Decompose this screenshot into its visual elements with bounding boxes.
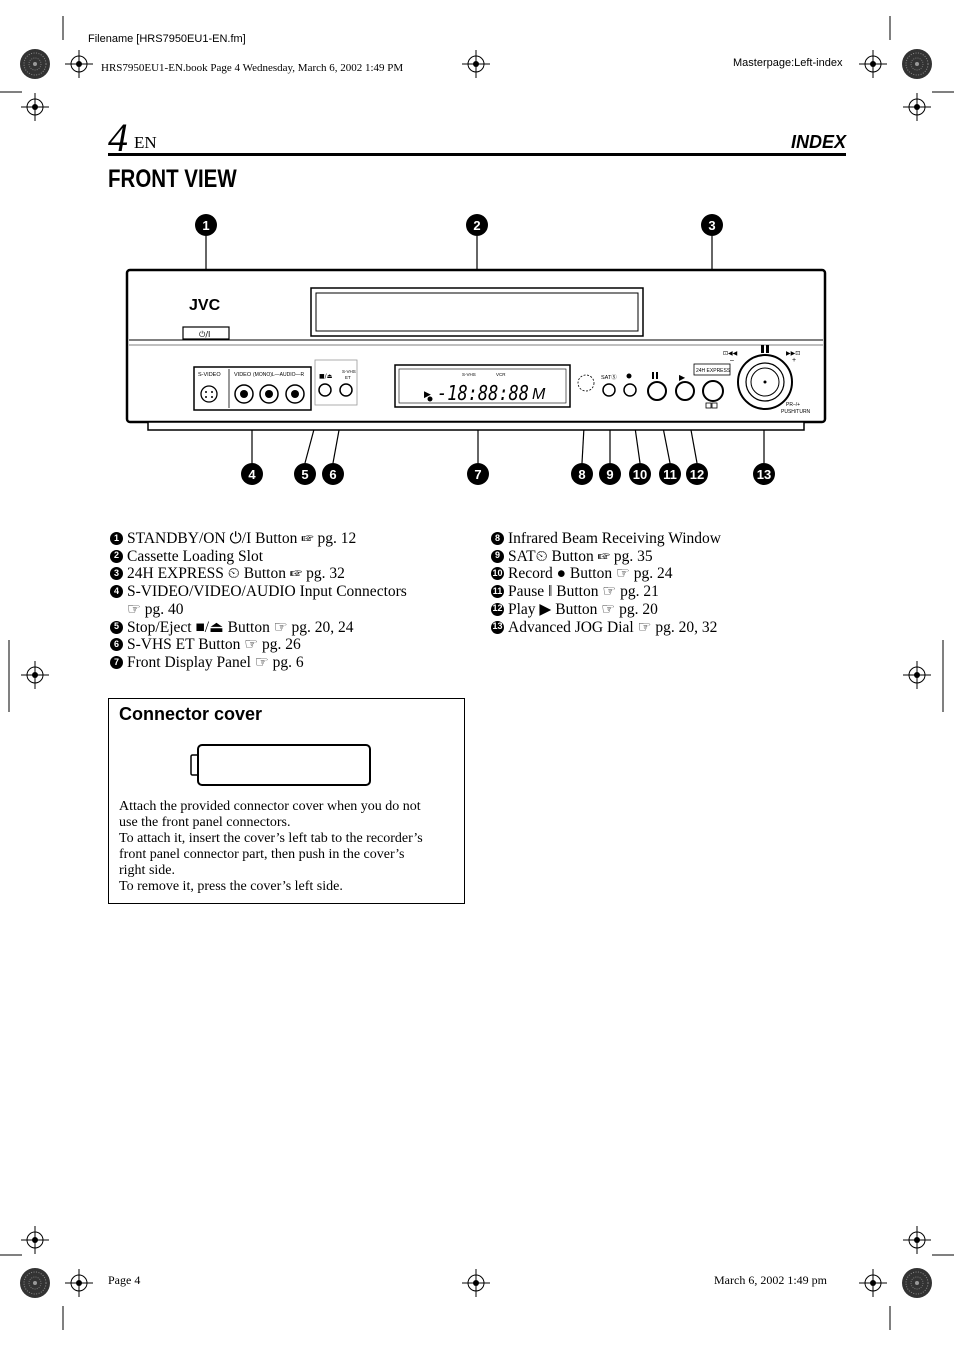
display-digits: -18:88:88 xyxy=(437,381,529,405)
callout-4: 4 xyxy=(241,463,263,485)
page-title: FRONT VIEW xyxy=(108,165,237,193)
svg-text:S-VHS: S-VHS xyxy=(342,369,356,374)
header-filename: Filename [HRS7950EU1-EN.fm] xyxy=(88,33,246,45)
callout-11: 11 xyxy=(659,463,681,485)
callout-8: 8 xyxy=(571,463,593,485)
connector-cover-text: Attach the provided connector cover when… xyxy=(119,799,423,894)
svg-text:–: – xyxy=(730,357,734,364)
brand-logo: JVC xyxy=(189,297,221,314)
svg-text:ET: ET xyxy=(345,375,351,380)
callout-1: 1 xyxy=(195,214,217,236)
footer-page: Page 4 xyxy=(108,1273,141,1287)
header-masterpage: Masterpage:Left-index xyxy=(733,57,843,69)
svg-text:S-VHS: S-VHS xyxy=(462,372,476,377)
svg-text:⏻/I: ⏻/I xyxy=(199,330,210,339)
callout-7: 7 xyxy=(467,463,489,485)
svg-text:24H EXPRESS: 24H EXPRESS xyxy=(696,368,731,374)
section-label: INDEX xyxy=(790,132,846,152)
svg-text:S-VIDEO: S-VIDEO xyxy=(198,372,221,378)
list-item-continuation: ☞ pg. 40 xyxy=(127,600,184,618)
callout-12: 12 xyxy=(686,463,708,485)
svg-text:⊡◀◀: ⊡◀◀ xyxy=(723,350,738,357)
callout-13: 13 xyxy=(753,463,775,485)
footer-date: March 6, 2002 1:49 pm xyxy=(714,1273,827,1287)
svg-text:▶▶⊡: ▶▶⊡ xyxy=(786,350,800,357)
header-bookline: HRS7950EU1-EN.book Page 4 Wednesday, Mar… xyxy=(101,62,404,74)
registration-starburst-icon xyxy=(901,48,933,80)
svg-text:PR–/+: PR–/+ xyxy=(786,402,800,408)
header-rule xyxy=(108,153,846,156)
connector-cover-title: Connector cover xyxy=(119,704,263,724)
callout-6: 6 xyxy=(322,463,344,485)
callout-3: 3 xyxy=(701,214,723,236)
svg-text:■/⏏: ■/⏏ xyxy=(319,373,333,380)
callout-5: 5 xyxy=(294,463,316,485)
svg-text:(MONO)L—AUDIO—R: (MONO)L—AUDIO—R xyxy=(253,372,305,378)
registration-starburst-icon xyxy=(19,48,51,80)
svg-text:PUSH/TURN: PUSH/TURN xyxy=(781,409,811,415)
svg-text:M: M xyxy=(532,386,546,403)
registration-starburst-icon xyxy=(901,1267,933,1299)
registration-starburst-icon xyxy=(19,1267,51,1299)
svg-text:SATⓈ: SATⓈ xyxy=(601,373,617,381)
callout-9: 9 xyxy=(599,463,621,485)
svg-text:VCR: VCR xyxy=(496,372,506,377)
callout-2: 2 xyxy=(466,214,488,236)
svg-text:▶: ▶ xyxy=(679,373,686,382)
svg-text:VIDEO: VIDEO xyxy=(234,372,252,378)
page-lang: EN xyxy=(134,133,157,152)
connector-cover-box: Connector cover Attach the provided conn… xyxy=(108,698,465,904)
svg-text:▶: ▶ xyxy=(424,390,431,400)
connector-cover-illustration xyxy=(190,744,371,786)
page-number: 4 xyxy=(108,115,128,160)
vcr-front-diagram: JVC ⏻/I S-VIDEO VIDEO (MONO)L—AUDIO—R ■/… xyxy=(125,236,827,464)
callout-10: 10 xyxy=(629,463,651,485)
svg-text:+: + xyxy=(792,357,796,364)
